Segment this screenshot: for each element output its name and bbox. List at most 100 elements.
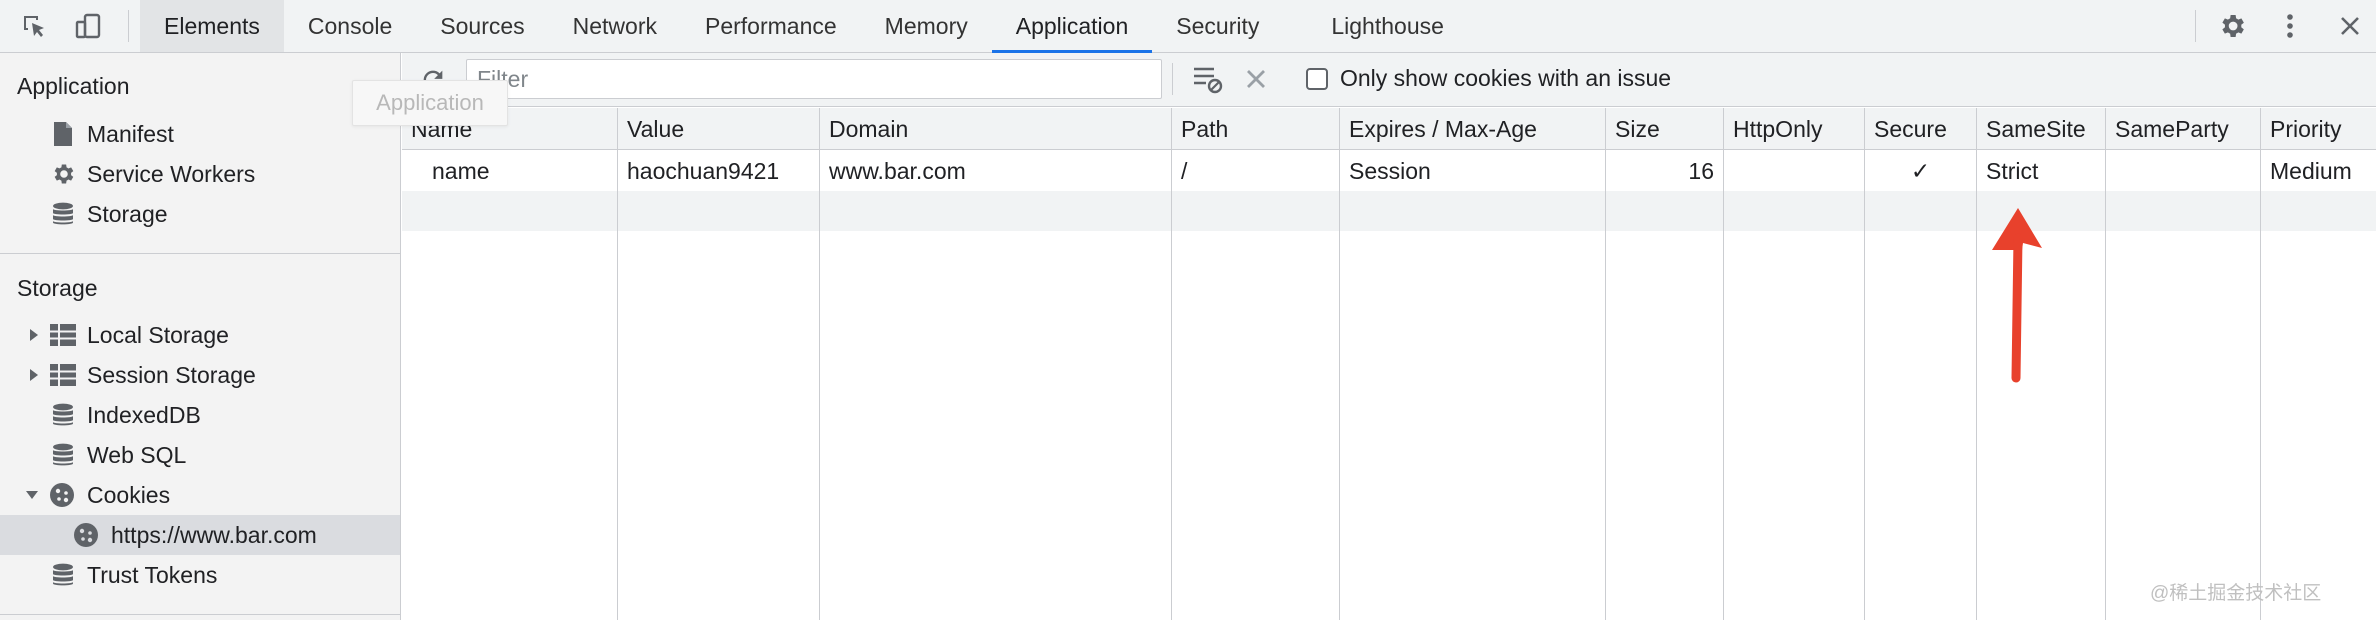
database-icon xyxy=(50,442,76,468)
clear-filtered-cookies-icon[interactable] xyxy=(1190,61,1226,97)
devtools-tab-bar: Elements Console Sources Network Perform… xyxy=(0,0,2376,53)
watermark: @稀土掘金技术社区 xyxy=(2150,583,2322,604)
column-header-path[interactable]: Path xyxy=(1181,116,1229,142)
red-arrow-annotation xyxy=(1992,208,2042,383)
sidebar-item-trust-tokens[interactable]: Trust Tokens xyxy=(0,555,400,595)
column-header-httponly[interactable]: HttpOnly xyxy=(1733,116,1823,142)
tab-console[interactable]: Console xyxy=(307,13,393,39)
tab-security[interactable]: Security xyxy=(1176,13,1260,39)
cell-httponly xyxy=(1724,151,1864,191)
table-header: Name Value Domain Path Expires / Max-Age… xyxy=(402,108,2376,150)
sidebar-item-label: Local Storage xyxy=(87,321,229,348)
tab-elements[interactable]: Elements xyxy=(140,0,284,52)
column-divider[interactable] xyxy=(1339,108,1340,620)
cell-domain: www.bar.com xyxy=(829,158,966,184)
cell-sameparty xyxy=(2106,151,2260,191)
sidebar-item-label: Trust Tokens xyxy=(87,561,218,588)
database-icon xyxy=(50,402,76,428)
inspect-element-icon[interactable] xyxy=(16,8,52,44)
sidebar-item-label: https://www.bar.com xyxy=(111,521,317,548)
cookies-table: Name Value Domain Path Expires / Max-Age… xyxy=(402,108,2376,620)
sidebar-item-cookies[interactable]: Cookies xyxy=(0,475,400,515)
column-divider[interactable] xyxy=(1976,108,1977,620)
toolbar-separator xyxy=(1172,63,1173,95)
column-header-value[interactable]: Value xyxy=(627,116,685,142)
column-header-samesite[interactable]: SameSite xyxy=(1986,116,2086,142)
column-divider[interactable] xyxy=(2105,108,2106,620)
cell-name: name xyxy=(432,158,490,184)
sidebar-item-session-storage[interactable]: Session Storage xyxy=(0,355,400,395)
column-divider[interactable] xyxy=(2260,108,2261,620)
column-header-secure[interactable]: Secure xyxy=(1874,116,1947,142)
cookies-toolbar: Only show cookies with an issue xyxy=(402,53,2376,107)
cell-path: / xyxy=(1181,158,1188,184)
cell-secure: ✓ xyxy=(1910,158,1931,184)
column-header-expires[interactable]: Expires / Max-Age xyxy=(1349,116,1537,142)
cell-samesite: Strict xyxy=(1986,158,2039,184)
collapse-arrow-icon[interactable] xyxy=(25,488,39,502)
sidebar-item-label: IndexedDB xyxy=(87,401,201,428)
column-divider[interactable] xyxy=(819,108,820,620)
expand-arrow-icon[interactable] xyxy=(27,328,41,342)
close-devtools-icon[interactable] xyxy=(2332,8,2368,44)
tab-application[interactable]: Application xyxy=(991,0,1153,53)
database-icon xyxy=(50,562,76,588)
column-divider[interactable] xyxy=(617,108,618,620)
sidebar-item-local-storage[interactable]: Local Storage xyxy=(0,315,400,355)
grid-icon xyxy=(50,322,76,348)
sidebar-item-label: Session Storage xyxy=(87,361,256,388)
cell-value: haochuan9421 xyxy=(627,158,780,184)
column-header-size[interactable]: Size xyxy=(1615,116,1660,142)
table-row[interactable]: name haochuan9421 www.bar.com / Session … xyxy=(402,151,2376,191)
cell-expires: Session xyxy=(1349,158,1431,184)
sidebar-item-manifest[interactable]: Manifest xyxy=(0,114,400,154)
tab-sources[interactable]: Sources xyxy=(440,13,525,39)
cell-size: 16 xyxy=(1688,158,1714,184)
clear-all-cookies-icon[interactable] xyxy=(1238,61,1274,97)
only-issues-label: Only show cookies with an issue xyxy=(1340,65,1672,91)
column-divider[interactable] xyxy=(1605,108,1606,620)
column-header-priority[interactable]: Priority xyxy=(2270,116,2342,142)
database-icon xyxy=(50,201,76,227)
cookie-icon xyxy=(49,482,75,508)
column-divider[interactable] xyxy=(1864,108,1865,620)
sidebar-item-label: Service Workers xyxy=(87,160,256,187)
section-title-storage: Storage xyxy=(17,275,98,301)
tab-network[interactable]: Network xyxy=(572,13,657,39)
more-options-icon[interactable] xyxy=(2272,8,2308,44)
sidebar-item-label: Manifest xyxy=(87,120,174,147)
panel-tabs: Elements Console Sources Network Perform… xyxy=(140,0,1468,53)
sidebar-item-label: Storage xyxy=(87,200,168,227)
section-title-application: Application xyxy=(17,73,130,99)
settings-gear-icon[interactable] xyxy=(2214,8,2250,44)
sidebar-item-indexeddb[interactable]: IndexedDB xyxy=(0,395,400,435)
only-issues-checkbox[interactable] xyxy=(1306,68,1328,90)
cookie-icon xyxy=(73,522,99,548)
sidebar-item-storage[interactable]: Storage xyxy=(0,194,400,234)
tab-lighthouse[interactable]: Lighthouse xyxy=(1331,13,1444,39)
sidebar-item-service-workers[interactable]: Service Workers xyxy=(0,154,400,194)
sidebar-item-cookie-origin[interactable]: https://www.bar.com xyxy=(0,515,400,555)
toolbar-separator xyxy=(2195,10,2196,42)
toolbar-separator xyxy=(128,10,129,42)
filter-input[interactable] xyxy=(466,59,1162,99)
empty-table-row xyxy=(402,191,2376,231)
section-divider xyxy=(0,253,400,254)
document-icon xyxy=(50,121,76,147)
grid-icon xyxy=(50,362,76,388)
tab-memory[interactable]: Memory xyxy=(884,13,968,39)
gear-icon xyxy=(50,161,76,187)
column-header-domain[interactable]: Domain xyxy=(829,116,909,142)
sidebar-item-label: Cookies xyxy=(87,481,171,508)
column-divider[interactable] xyxy=(1723,108,1724,620)
section-divider xyxy=(0,614,400,615)
tooltip: Application xyxy=(352,80,508,126)
column-divider[interactable] xyxy=(1171,108,1172,620)
expand-arrow-icon[interactable] xyxy=(27,368,41,382)
device-toolbar-icon[interactable] xyxy=(70,8,106,44)
application-sidebar: Application Manifest Service Workers Sto… xyxy=(0,53,401,620)
column-header-sameparty[interactable]: SameParty xyxy=(2115,116,2229,142)
cell-priority: Medium xyxy=(2270,158,2352,184)
sidebar-item-web-sql[interactable]: Web SQL xyxy=(0,435,400,475)
tab-performance[interactable]: Performance xyxy=(705,13,837,39)
